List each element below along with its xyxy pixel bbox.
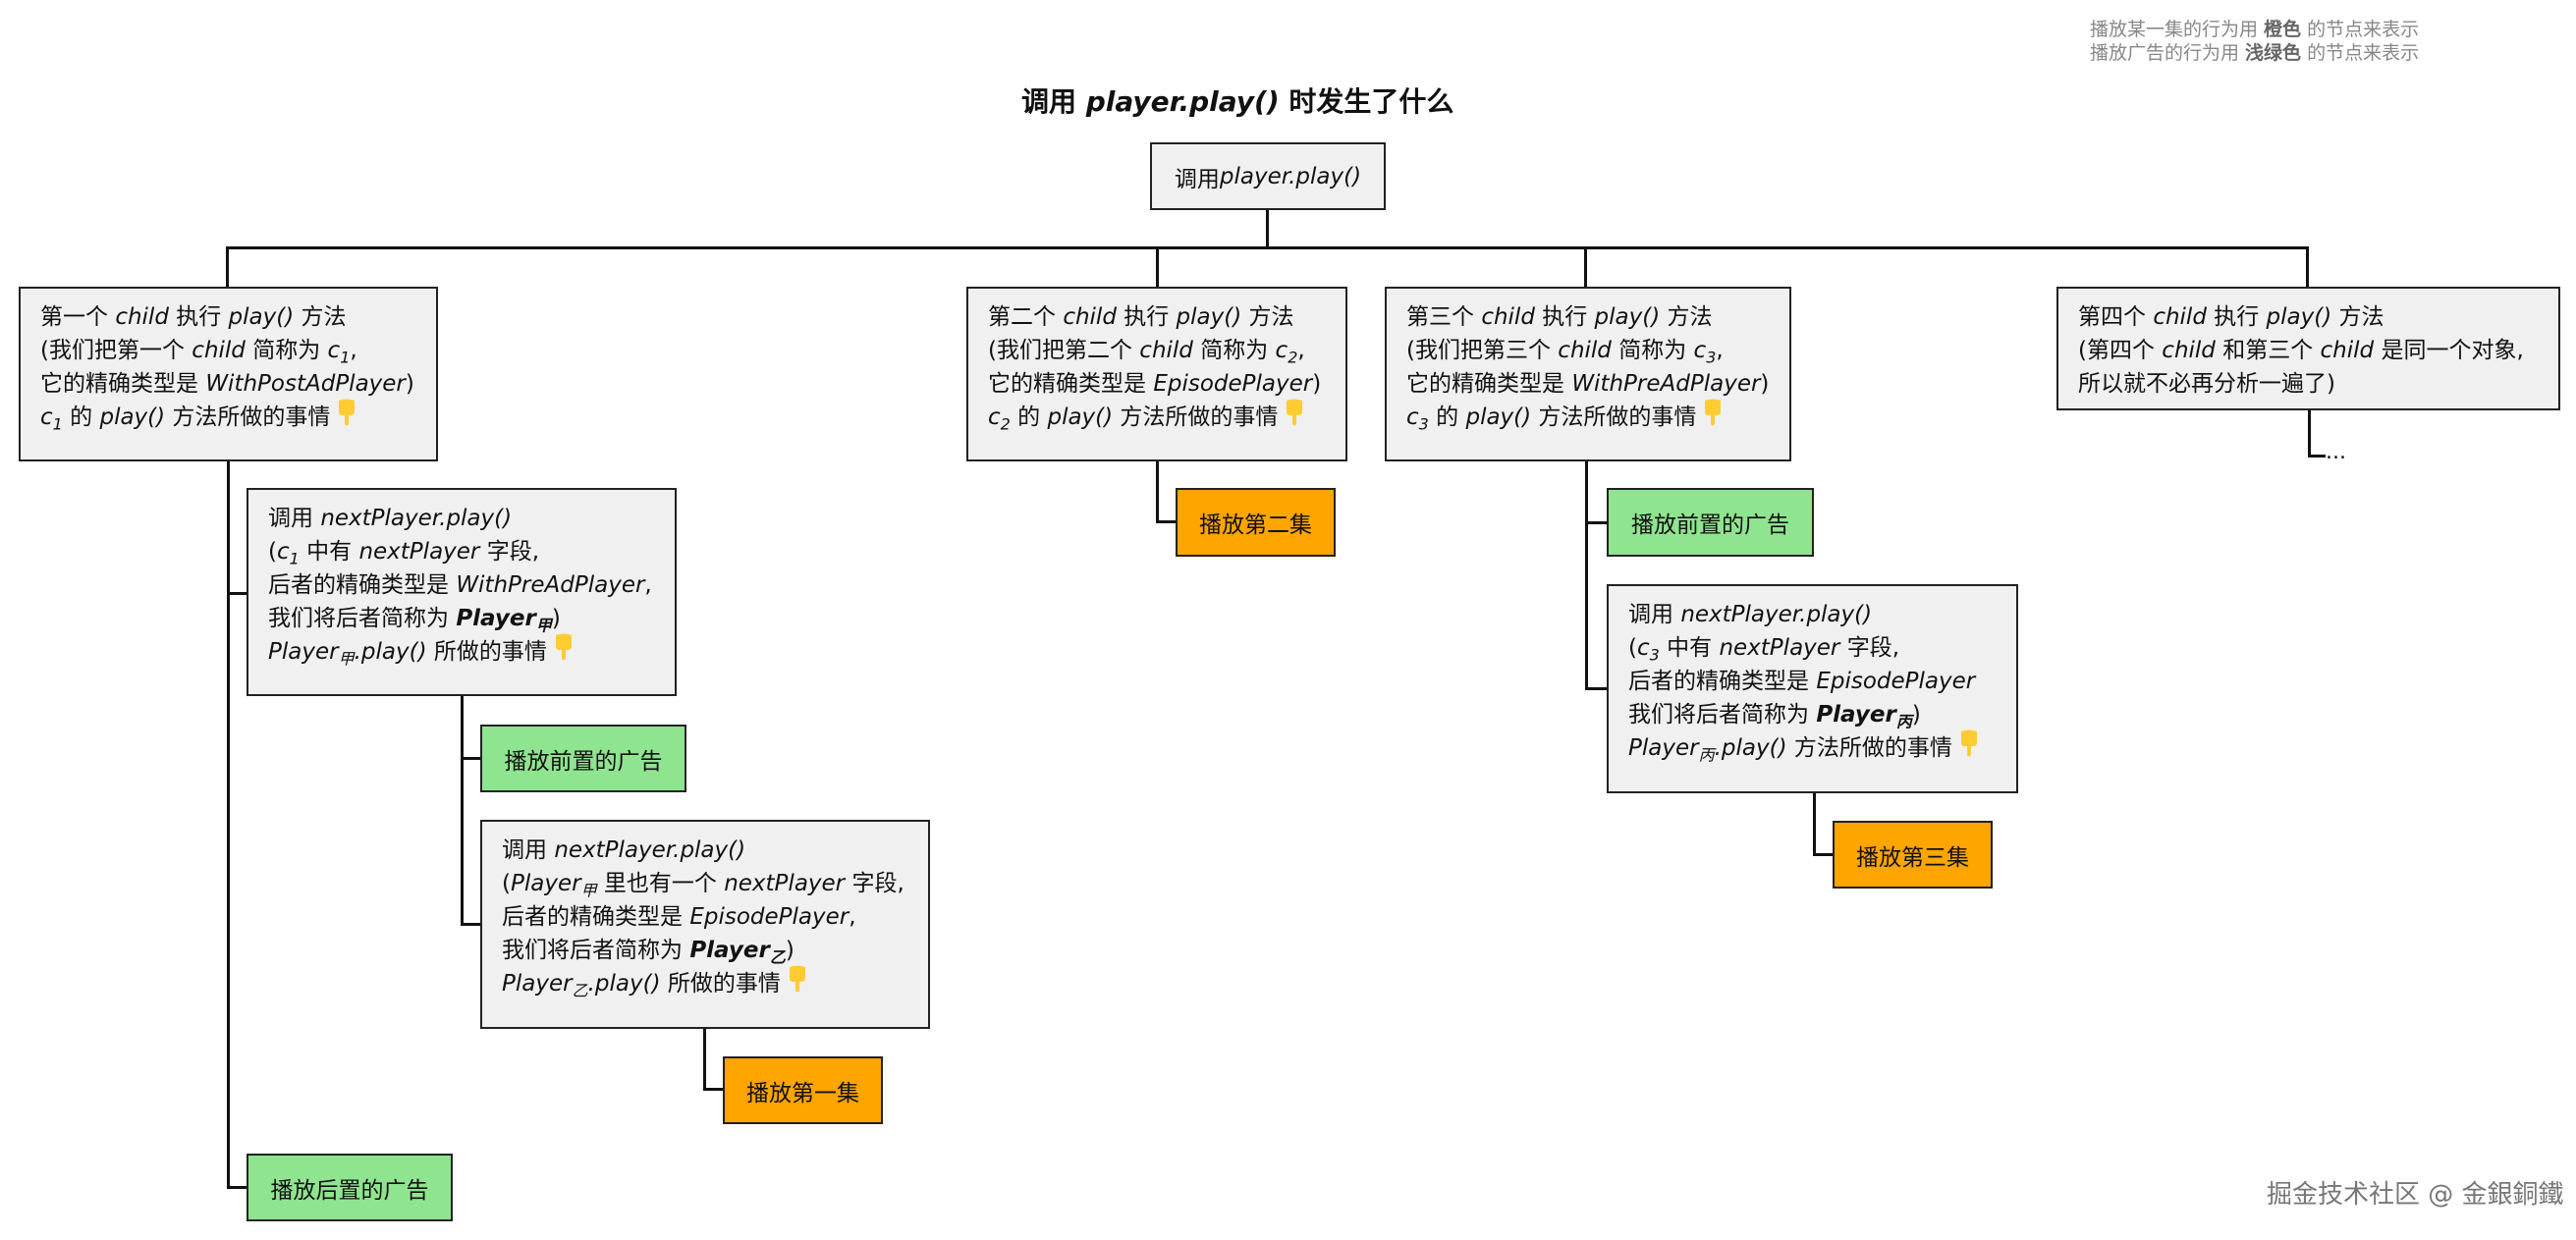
- legend: 播放某一集的行为用 橙色 的节点来表示 播放广告的行为用 浅绿色 的节点来表示: [2090, 18, 2419, 65]
- connector: [227, 459, 230, 1188]
- pointing-down-hand-icon: [1958, 728, 1980, 758]
- node-line: 我们将后者简称为 Player甲): [268, 606, 561, 635]
- connector: [1156, 459, 1159, 522]
- child-1-node: 第一个 child 执行 play() 方法 (我们把第一个 child 简称为…: [19, 287, 438, 461]
- node-line: 后者的精确类型是 EpisodePlayer,: [502, 904, 856, 930]
- episode-3-action: 播放第三集: [1833, 821, 1993, 889]
- post-ad-action: 播放后置的广告: [247, 1154, 453, 1221]
- connector: [1156, 520, 1178, 523]
- pointing-down-hand-icon: [1702, 398, 1724, 427]
- diagram-title: 调用 player.play() 时发生了什么: [1021, 85, 1454, 118]
- episode-2-action: 播放第二集: [1176, 488, 1336, 557]
- c3-next-player-node: 调用 nextPlayer.play() (c3 中有 nextPlayer 字…: [1607, 584, 2018, 793]
- node-line: c1 的 play() 方法所做的事情: [40, 398, 418, 434]
- child-3-node: 第三个 child 执行 play() 方法 (我们把第三个 child 简称为…: [1385, 287, 1791, 461]
- episode-1-action: 播放第一集: [723, 1056, 883, 1124]
- node-line: 第一个 child 执行 play() 方法: [40, 304, 347, 330]
- connector: [703, 1088, 725, 1091]
- connector: [226, 246, 229, 287]
- pointing-down-hand-icon: [787, 964, 808, 994]
- jia-next-player-node: 调用 nextPlayer.play() (Player甲 里也有一个 next…: [480, 820, 930, 1029]
- child-4-node: 第四个 child 执行 play() 方法 (第四个 child 和第三个 c…: [2056, 287, 2560, 410]
- node-line: (第四个 child 和第三个 child 是同一个对象,: [2078, 338, 2524, 363]
- node-line: (Player甲 里也有一个 nextPlayer 字段,: [502, 871, 904, 900]
- connector: [1813, 791, 1816, 855]
- connector: [1584, 246, 1587, 287]
- node-line: (c3 中有 nextPlayer 字段,: [1628, 635, 1900, 665]
- node-line: (我们把第一个 child 简称为 c1,: [40, 338, 357, 367]
- node-line: Player乙.play() 所做的事情: [502, 964, 910, 1000]
- connector: [226, 246, 2309, 249]
- node-line: 它的精确类型是 WithPostAdPlayer): [40, 371, 414, 397]
- pointing-down-hand-icon: [553, 632, 575, 662]
- watermark: 掘金技术社区 @ 金銀銅鐵: [2267, 1180, 2564, 1210]
- node-line: c2 的 play() 方法所做的事情: [988, 398, 1328, 434]
- node-line: 第三个 child 执行 play() 方法: [1406, 304, 1713, 330]
- node-line: c3 的 play() 方法所做的事情: [1406, 398, 1772, 434]
- connector: [2308, 455, 2326, 458]
- child-2-node: 第二个 child 执行 play() 方法 (我们把第二个 child 简称为…: [966, 287, 1347, 461]
- node-line: 我们将后者简称为 Player乙): [502, 938, 795, 967]
- node-line: 后者的精确类型是 EpisodePlayer: [1628, 669, 1976, 694]
- pre-ad-action-1: 播放前置的广告: [480, 725, 686, 792]
- connector: [1585, 521, 1607, 524]
- connector: [1156, 246, 1159, 287]
- connector: [1266, 208, 1269, 247]
- connector: [1813, 853, 1835, 856]
- node-line: 它的精确类型是 EpisodePlayer): [988, 371, 1322, 397]
- node-line: 后者的精确类型是 WithPreAdPlayer,: [268, 572, 652, 598]
- connector: [2308, 410, 2311, 458]
- connector: [461, 757, 482, 760]
- node-line: 调用 nextPlayer.play(): [268, 506, 513, 531]
- node-line: Player甲.play() 所做的事情: [268, 632, 657, 669]
- node-line: (我们把第三个 child 简称为 c3,: [1406, 338, 1724, 367]
- node-line: 调用 nextPlayer.play(): [1628, 602, 1873, 627]
- node-line: (我们把第二个 child 简称为 c2,: [988, 338, 1305, 367]
- connector: [703, 1027, 706, 1090]
- pointing-down-hand-icon: [336, 398, 357, 427]
- node-line: 调用 nextPlayer.play(): [502, 837, 746, 863]
- node-line: 它的精确类型是 WithPreAdPlayer): [1406, 371, 1770, 397]
- node-line: 第四个 child 执行 play() 方法: [2078, 304, 2384, 330]
- c1-next-player-node: 调用 nextPlayer.play() (c1 中有 nextPlayer 字…: [247, 488, 677, 696]
- legend-line-episode: 播放某一集的行为用 橙色 的节点来表示: [2090, 19, 2420, 40]
- connector: [227, 1186, 248, 1189]
- node-line: Player丙.play() 方法所做的事情: [1628, 728, 1999, 765]
- pointing-down-hand-icon: [1284, 398, 1305, 427]
- node-line: (c1 中有 nextPlayer 字段,: [268, 539, 540, 568]
- ellipsis: ...: [2326, 440, 2346, 464]
- node-line: 所以就不必再分析一遍了): [2078, 371, 2335, 397]
- connector: [461, 695, 464, 926]
- connector: [1585, 459, 1588, 690]
- connector: [2306, 246, 2309, 287]
- root-node: 调用 player.play(): [1150, 142, 1386, 210]
- node-line: 第二个 child 执行 play() 方法: [988, 304, 1294, 330]
- pre-ad-action-3: 播放前置的广告: [1607, 488, 1814, 557]
- legend-line-ad: 播放广告的行为用 浅绿色 的节点来表示: [2090, 42, 2420, 64]
- node-line: 我们将后者简称为 Player丙): [1628, 702, 1921, 731]
- connector: [461, 923, 482, 926]
- connector: [1585, 687, 1607, 690]
- connector: [227, 592, 248, 595]
